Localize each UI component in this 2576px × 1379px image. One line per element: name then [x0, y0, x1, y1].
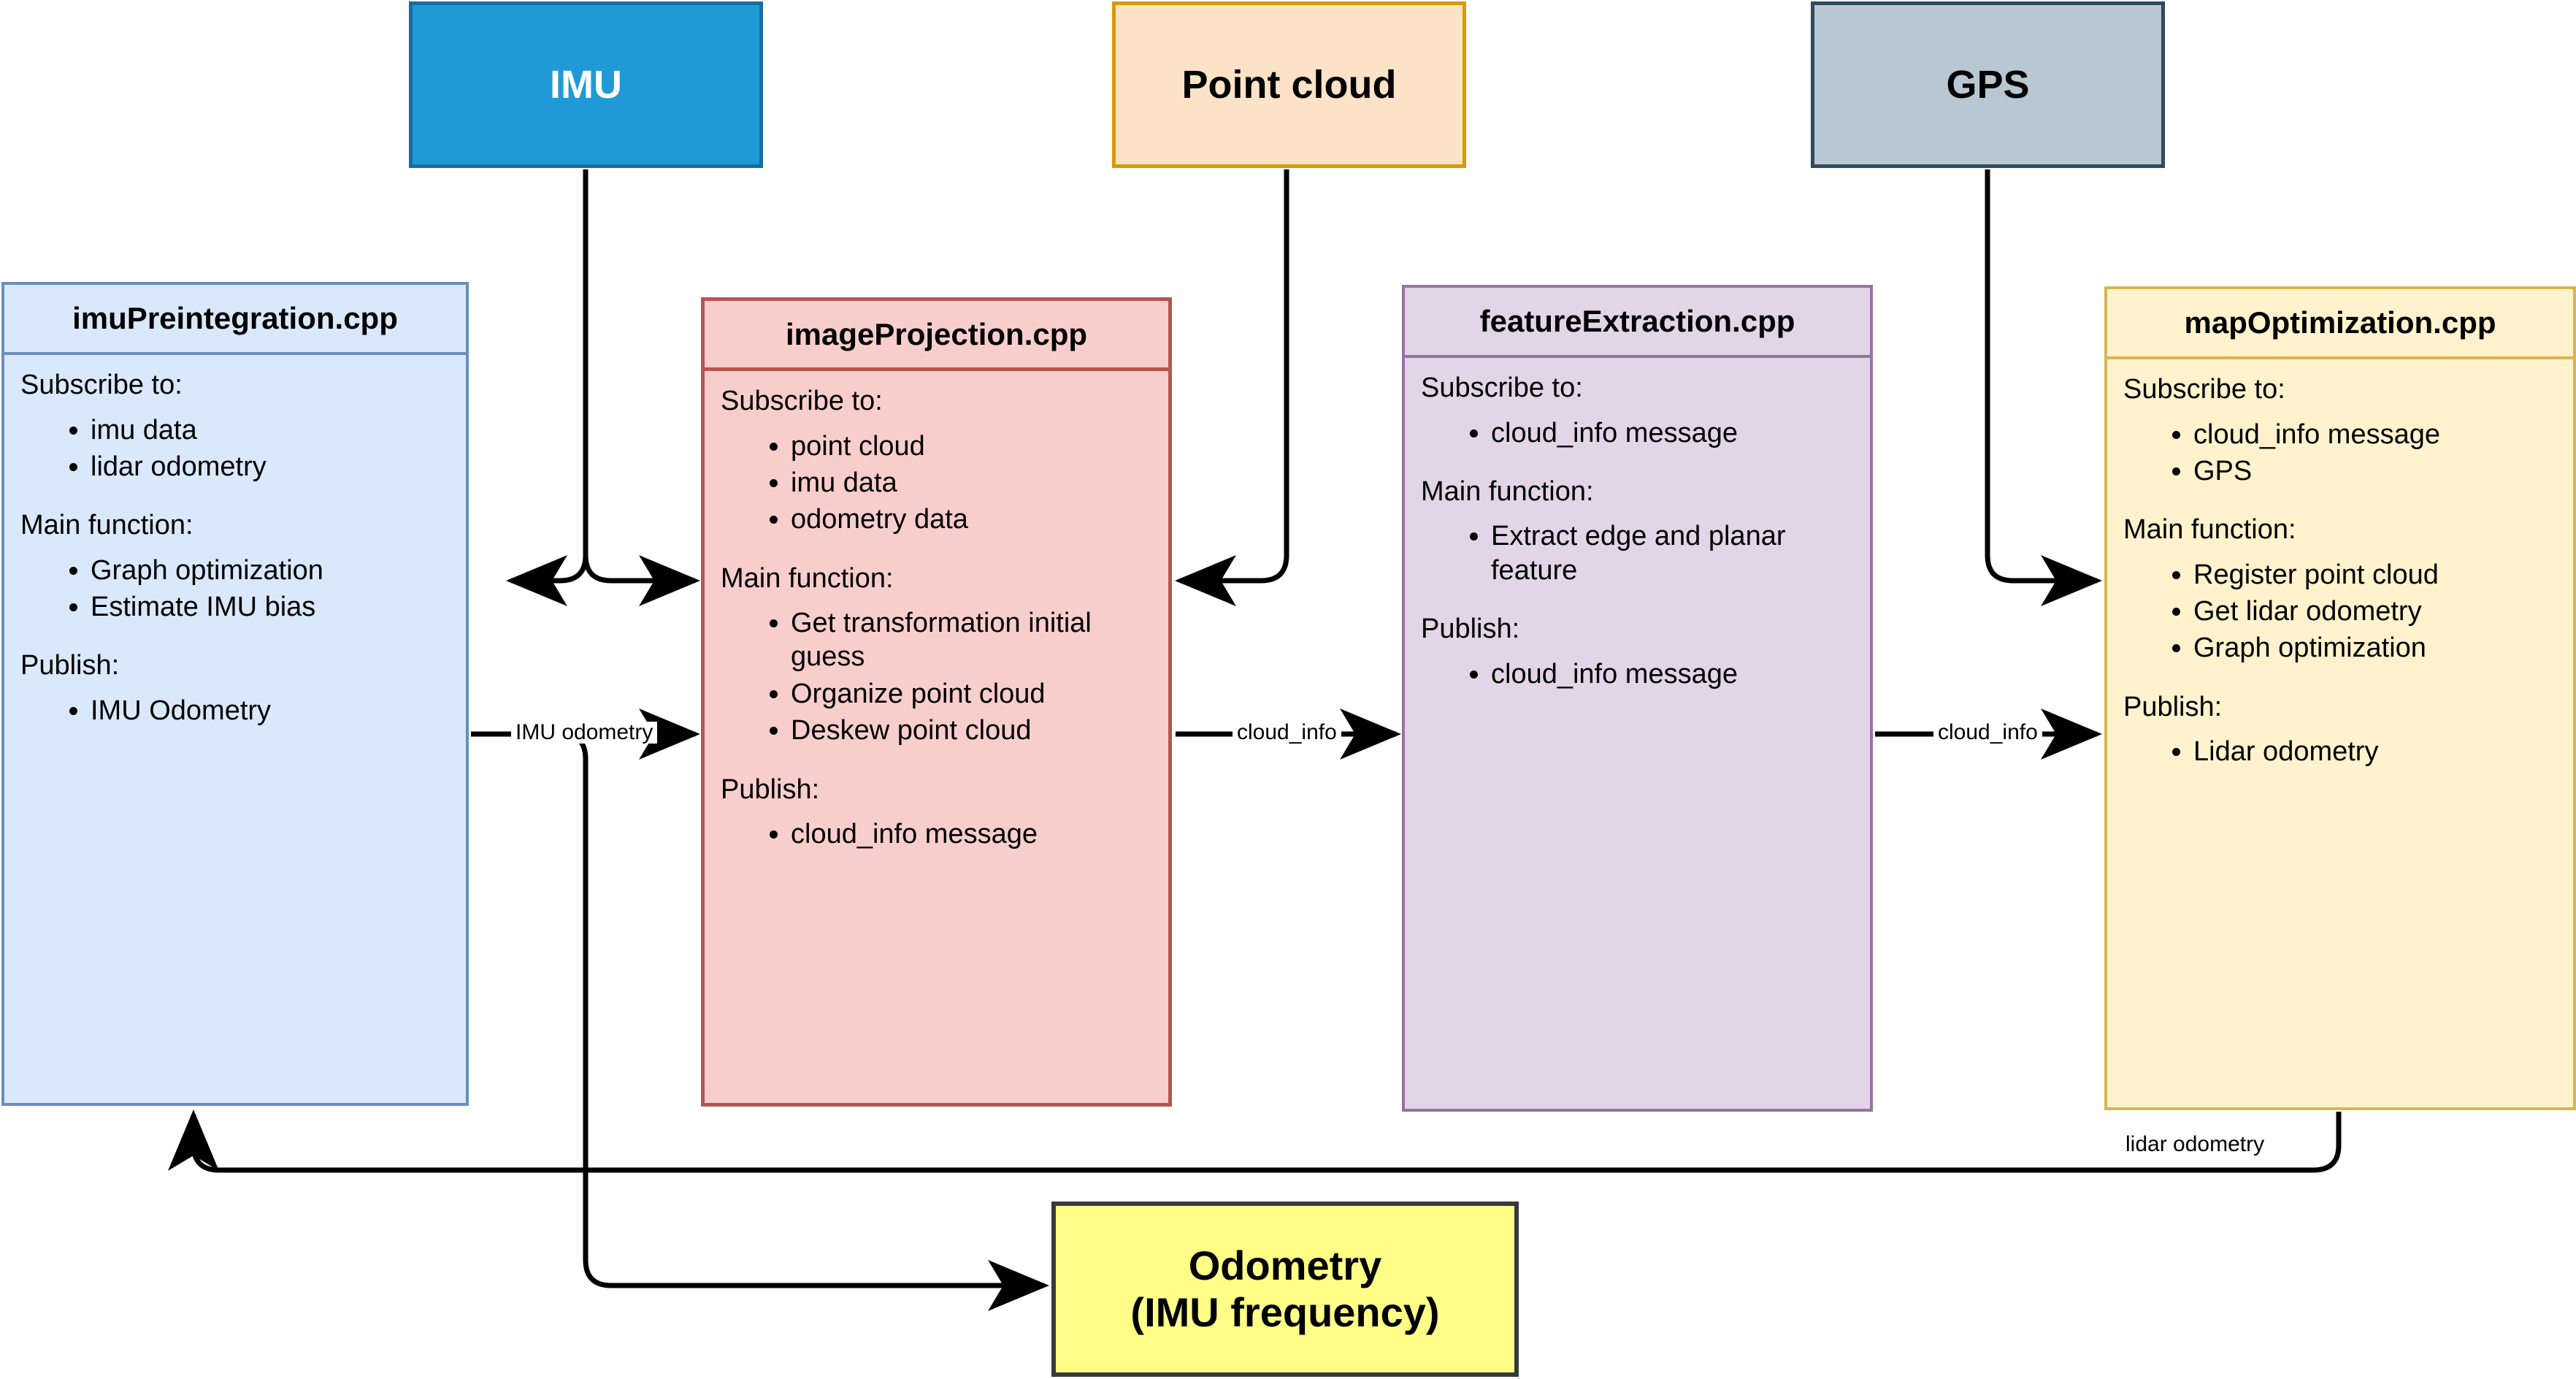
node-body-image-projection: Subscribe to: point cloud imu data odome…	[705, 371, 1168, 851]
list-item: Graph optimization	[2193, 631, 2557, 665]
list-item: cloud_info message	[1491, 416, 1854, 450]
node-card-map-optimization[interactable]: mapOptimization.cpp Subscribe to: cloud_…	[2104, 286, 2576, 1110]
list-item: Deskew point cloud	[791, 714, 1152, 747]
source-box-imu-label: IMU	[550, 62, 622, 107]
source-box-gps-label: GPS	[1946, 62, 2030, 107]
sink-box-odometry-line2: (IMU frequency)	[1130, 1289, 1440, 1335]
list-item: cloud_info message	[1491, 657, 1854, 691]
section-list: cloud_info message	[1421, 657, 1854, 691]
section-list: IMU Odometry	[20, 694, 450, 727]
list-item: cloud_info message	[2193, 418, 2557, 451]
node-title-imu-preintegration: imuPreintegration.cpp	[4, 285, 466, 355]
section-heading: Main function:	[1421, 475, 1594, 507]
section-heading: Publish:	[2123, 691, 2223, 722]
list-item: IMU Odometry	[91, 694, 450, 727]
section-list: Extract edge and planar feature	[1421, 519, 1854, 587]
list-item: Graph optimization	[91, 554, 450, 587]
list-item: GPS	[2193, 454, 2557, 488]
node-card-feature-extraction[interactable]: featureExtraction.cpp Subscribe to: clou…	[1402, 285, 1873, 1112]
edge-label-lidar-odometry: lidar odometry	[2121, 1134, 2269, 1155]
sink-box-odometry[interactable]: Odometry (IMU frequency)	[1051, 1202, 1519, 1377]
section-heading: Subscribe to:	[20, 370, 183, 400]
list-item: Estimate IMU bias	[91, 590, 450, 624]
section-heading: Main function:	[2123, 514, 2296, 546]
node-card-imu-preintegration[interactable]: imuPreintegration.cpp Subscribe to: imu …	[1, 282, 469, 1106]
edge-label-cloud-info-2: cloud_info	[1933, 722, 2042, 744]
list-item: Organize point cloud	[791, 677, 1152, 711]
section-heading: Subscribe to:	[2123, 374, 2285, 405]
section-list: point cloud imu data odometry data	[721, 429, 1152, 537]
list-item: cloud_info message	[791, 817, 1152, 851]
list-item: imu data	[791, 466, 1152, 500]
section-heading: Publish:	[20, 650, 120, 681]
section-list: cloud_info message	[1421, 416, 1854, 450]
list-item: Extract edge and planar feature	[1491, 519, 1854, 587]
section-list: cloud_info message GPS	[2123, 418, 2557, 489]
list-item: imu data	[91, 413, 450, 447]
section-heading: Main function:	[721, 562, 894, 594]
edge-gps-to-mapoptimization	[1985, 169, 2102, 606]
section-heading: Main function:	[20, 510, 193, 541]
list-item: odometry data	[791, 503, 1152, 536]
source-box-point-cloud-label: Point cloud	[1181, 62, 1397, 107]
edge-imu-split	[506, 169, 700, 606]
list-item: lidar odometry	[91, 450, 450, 484]
edge-pointcloud-to-imageprojection	[1175, 169, 1289, 606]
section-heading: Subscribe to:	[721, 386, 883, 416]
list-item: Get lidar odometry	[2193, 595, 2557, 628]
edge-lidarodometry-feedback	[168, 1109, 2342, 1173]
list-item: Lidar odometry	[2193, 735, 2557, 768]
list-item: Register point cloud	[2193, 558, 2557, 592]
section-heading: Publish:	[721, 773, 820, 805]
node-title-map-optimization: mapOptimization.cpp	[2107, 289, 2573, 359]
node-body-feature-extraction: Subscribe to: cloud_info message Main fu…	[1405, 358, 1870, 691]
source-box-imu[interactable]: IMU	[409, 1, 763, 168]
section-heading: Subscribe to:	[1421, 373, 1583, 403]
node-card-image-projection[interactable]: imageProjection.cpp Subscribe to: point …	[701, 297, 1172, 1107]
section-list: Lidar odometry	[2123, 735, 2557, 768]
edge-label-imu-odometry: IMU odometry	[511, 722, 658, 744]
node-title-feature-extraction: featureExtraction.cpp	[1405, 288, 1870, 358]
node-body-imu-preintegration: Subscribe to: imu data lidar odometry Ma…	[4, 355, 466, 727]
section-list: cloud_info message	[721, 817, 1152, 851]
list-item: Get transformation initial guess	[791, 606, 1152, 674]
node-body-map-optimization: Subscribe to: cloud_info message GPS Mai…	[2107, 359, 2573, 769]
source-box-point-cloud[interactable]: Point cloud	[1112, 1, 1466, 168]
section-list: Register point cloud Get lidar odometry …	[2123, 558, 2557, 665]
node-title-image-projection: imageProjection.cpp	[705, 301, 1168, 371]
section-list: Graph optimization Estimate IMU bias	[20, 554, 450, 624]
section-list: imu data lidar odometry	[20, 413, 450, 484]
source-box-gps[interactable]: GPS	[1811, 1, 2165, 168]
section-list: Get transformation initial guess Organiz…	[721, 606, 1152, 747]
list-item: point cloud	[791, 429, 1152, 463]
section-heading: Publish:	[1421, 614, 1520, 645]
sink-box-odometry-line1: Odometry	[1188, 1242, 1382, 1288]
edge-label-cloud-info-1: cloud_info	[1233, 722, 1341, 744]
